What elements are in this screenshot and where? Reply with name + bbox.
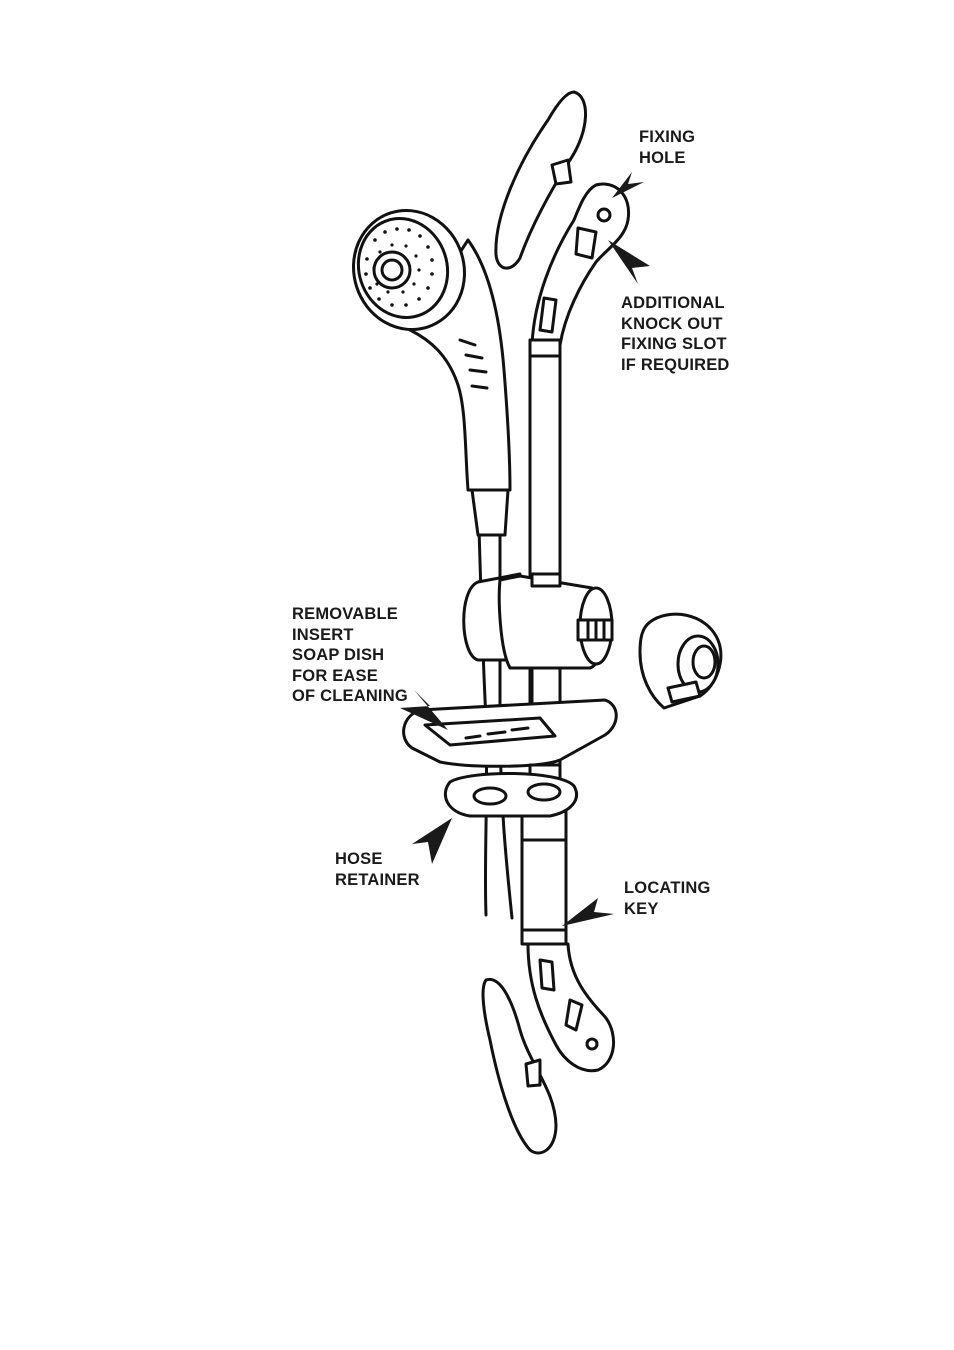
slider-assembly [464,574,612,668]
bottom-wall-bracket [528,944,614,1071]
wall-outlet-elbow [640,614,721,708]
label-line: RETAINER [335,870,420,891]
fixing-hole-label: FIXING HOLE [639,127,695,168]
label-line: KNOCK OUT [621,314,730,335]
locating-key-label: LOCATING KEY [624,878,711,919]
locating-key-arrow [562,898,614,926]
label-line: FIXING SLOT [621,334,730,355]
knock-out-slot-arrow [608,240,650,284]
label-line: IF REQUIRED [621,355,730,376]
label-line: SOAP DISH [292,645,408,666]
soap-dish [404,700,617,766]
label-line: ADDITIONAL [621,293,730,314]
soap-dish-label: REMOVABLE INSERT SOAP DISH FOR EASE OF C… [292,604,408,707]
knock-out-slot-label: ADDITIONAL KNOCK OUT FIXING SLOT IF REQU… [621,293,730,375]
top-wall-bracket [532,184,629,345]
label-line: KEY [624,899,711,920]
label-line: INSERT [292,625,408,646]
label-line: HOLE [639,148,695,169]
label-line: HOSE [335,849,420,870]
label-line: OF CLEANING [292,686,408,707]
label-line: LOCATING [624,878,711,899]
hose-retainer-label: HOSE RETAINER [335,849,420,890]
fixing-hole-arrow [612,172,644,198]
label-line: FIXING [639,127,695,148]
label-line: REMOVABLE [292,604,408,625]
shower-handset [338,196,510,490]
hose-retainer [445,773,576,816]
label-line: FOR EASE [292,666,408,687]
